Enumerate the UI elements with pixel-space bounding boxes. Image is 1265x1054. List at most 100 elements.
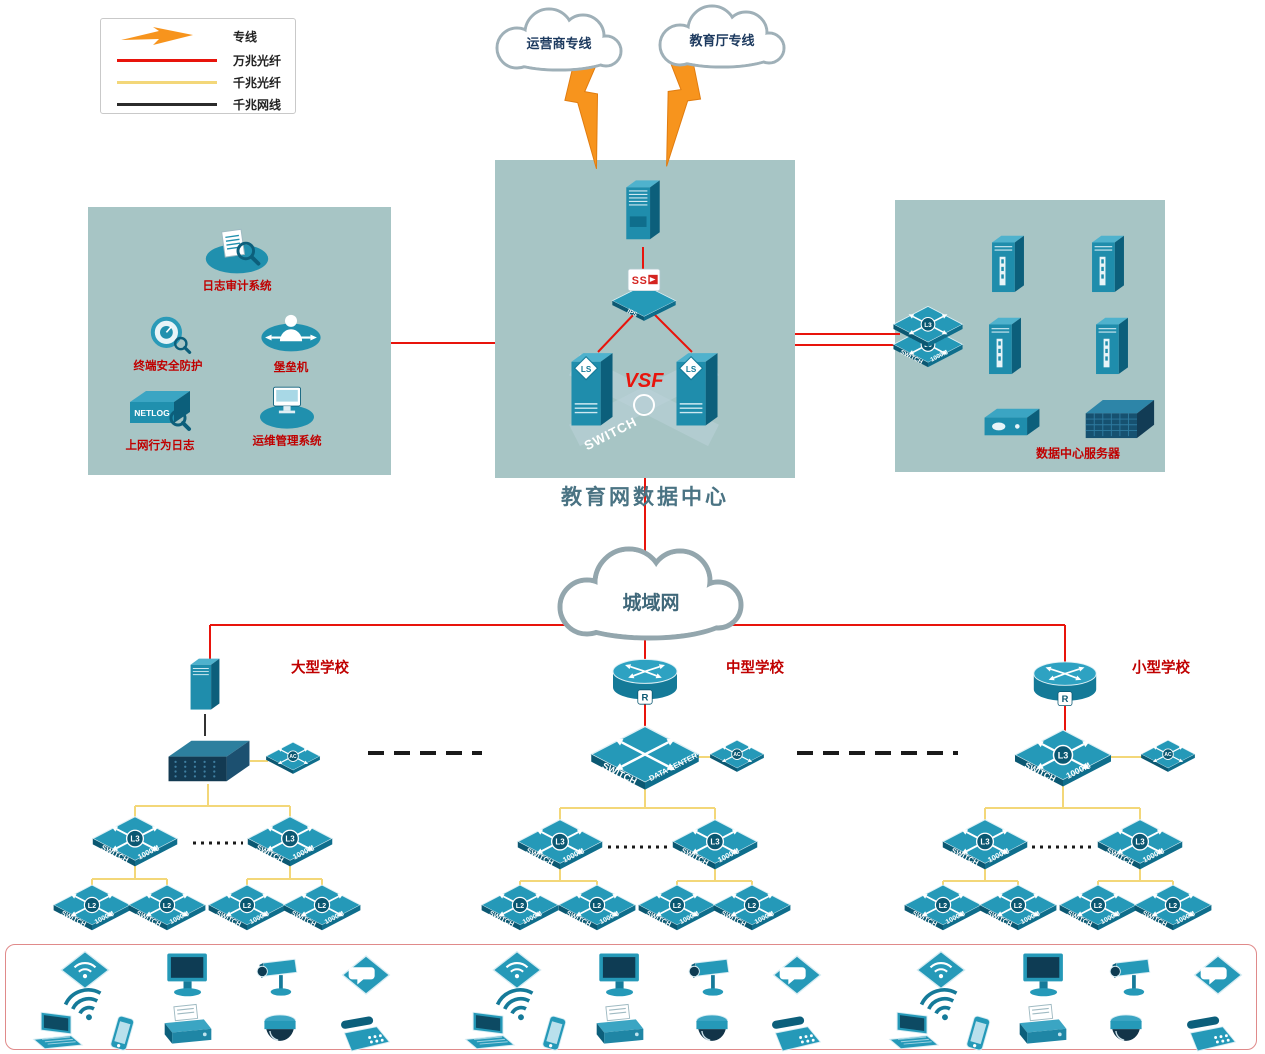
legend-row-10g: 万兆光纤 xyxy=(117,51,281,69)
medium-school-label: 中型学校 xyxy=(726,660,784,677)
svg-text:L2: L2 xyxy=(593,901,601,910)
legend-label-1g-cable: 千兆网线 xyxy=(233,97,282,112)
vsf-label: VSF xyxy=(624,370,664,392)
small-phone xyxy=(960,1013,996,1054)
1g-cable-line-sample xyxy=(117,102,217,106)
sec-bastion-host: 堡垒机 xyxy=(254,306,328,374)
dc-storage xyxy=(981,403,1043,440)
sec-netlog-label: 上网行为日志 xyxy=(125,440,195,452)
sec-netlog: NETLOG 上网行为日志 xyxy=(120,384,200,452)
small-pc xyxy=(1017,951,1071,1001)
lightning-icon xyxy=(121,27,193,45)
sec-ops-mgmt: 运维管理系统 xyxy=(251,383,323,447)
dc-server-2 xyxy=(1087,233,1129,299)
medium-pc xyxy=(593,951,647,1001)
servers-label: 数据中心服务器 xyxy=(1035,446,1121,461)
svg-text:AC: AC xyxy=(733,752,741,758)
large-school-label: 大型学校 xyxy=(291,660,349,677)
vsf-ring xyxy=(633,394,655,416)
large-school-core xyxy=(165,734,253,789)
small-fax-phone xyxy=(1185,1011,1239,1054)
large-printer xyxy=(160,1002,216,1049)
svg-text:L2: L2 xyxy=(1169,901,1177,910)
svg-text:S: S xyxy=(632,275,639,287)
dc-gateway-server xyxy=(621,178,665,247)
svg-text:L2: L2 xyxy=(163,901,171,910)
large-school-ac: AC xyxy=(265,741,321,777)
legend-label-1g-fiber: 千兆光纤 xyxy=(233,75,282,90)
svg-text:L2: L2 xyxy=(516,901,524,910)
cloud-edu: 教育厅专线 xyxy=(658,4,786,69)
svg-text:AC: AC xyxy=(289,754,297,760)
sec-log-audit: 日志审计系统 xyxy=(198,224,276,292)
10g-fiber-line-sample xyxy=(117,58,217,62)
large-ap xyxy=(57,949,113,991)
small-wifi-signal xyxy=(918,986,964,1025)
legend-row-1g-cable: 千兆网线 xyxy=(117,95,281,113)
legend-label-dedicated: 专线 xyxy=(233,29,258,44)
svg-text:L3: L3 xyxy=(710,838,720,847)
medium-fax-phone xyxy=(770,1011,824,1054)
large-fax-phone xyxy=(339,1011,393,1054)
cloud-carrier: 运营商专线 xyxy=(495,7,623,72)
small-printer xyxy=(1015,1002,1071,1049)
svg-text:L3: L3 xyxy=(980,838,990,847)
svg-text:L2: L2 xyxy=(939,901,947,910)
legend-row-dedicated: 专线 xyxy=(117,27,257,45)
legend: 专线 万兆光纤 千兆光纤 千兆网线 xyxy=(100,18,296,114)
svg-text:L2: L2 xyxy=(88,901,96,910)
svg-text:L3: L3 xyxy=(1135,838,1145,847)
svg-text:R: R xyxy=(642,693,649,704)
svg-text:L2: L2 xyxy=(673,901,681,910)
large-phone xyxy=(104,1013,140,1054)
large-im-terminal xyxy=(340,954,392,996)
small-laptop xyxy=(885,1010,941,1051)
large-dome-camera xyxy=(258,1010,302,1052)
cloud-man: 城域网 xyxy=(557,546,744,641)
medium-phone xyxy=(536,1013,572,1054)
dc-server-1 xyxy=(987,233,1029,299)
medium-ap xyxy=(489,949,545,991)
datacenter-title: 教育网数据中心 xyxy=(561,486,729,509)
medium-school-ac: AC xyxy=(709,739,765,775)
dc-vsf-switch-2: LS xyxy=(670,350,724,434)
small-school-router: R xyxy=(1026,655,1104,711)
svg-text:L3: L3 xyxy=(924,322,932,329)
svg-text:L3: L3 xyxy=(130,835,140,844)
svg-text:L2: L2 xyxy=(243,901,251,910)
large-pc xyxy=(161,951,215,1001)
small-school-label: 小型学校 xyxy=(1132,660,1190,677)
medium-printer xyxy=(592,1002,648,1049)
svg-text:L2: L2 xyxy=(318,901,326,910)
svg-text:L2: L2 xyxy=(1014,901,1022,910)
sec-log-audit-label: 日志审计系统 xyxy=(202,280,272,293)
small-camera xyxy=(1105,954,1161,1001)
sec-ops-mgmt-label: 运维管理系统 xyxy=(252,435,322,448)
dc-server-4 xyxy=(1091,315,1133,381)
1g-fiber-line-sample xyxy=(117,80,217,84)
svg-text:L3: L3 xyxy=(555,838,565,847)
sec-terminal-protect: 终端安全防护 xyxy=(134,312,203,372)
medium-laptop xyxy=(461,1010,517,1051)
svg-text:NETLOG: NETLOG xyxy=(134,408,170,418)
medium-camera xyxy=(684,954,740,1001)
svg-text:R: R xyxy=(1062,694,1069,704)
dc-vsf-switch-1: LS xyxy=(565,350,619,434)
svg-text:AC: AC xyxy=(1164,752,1172,758)
